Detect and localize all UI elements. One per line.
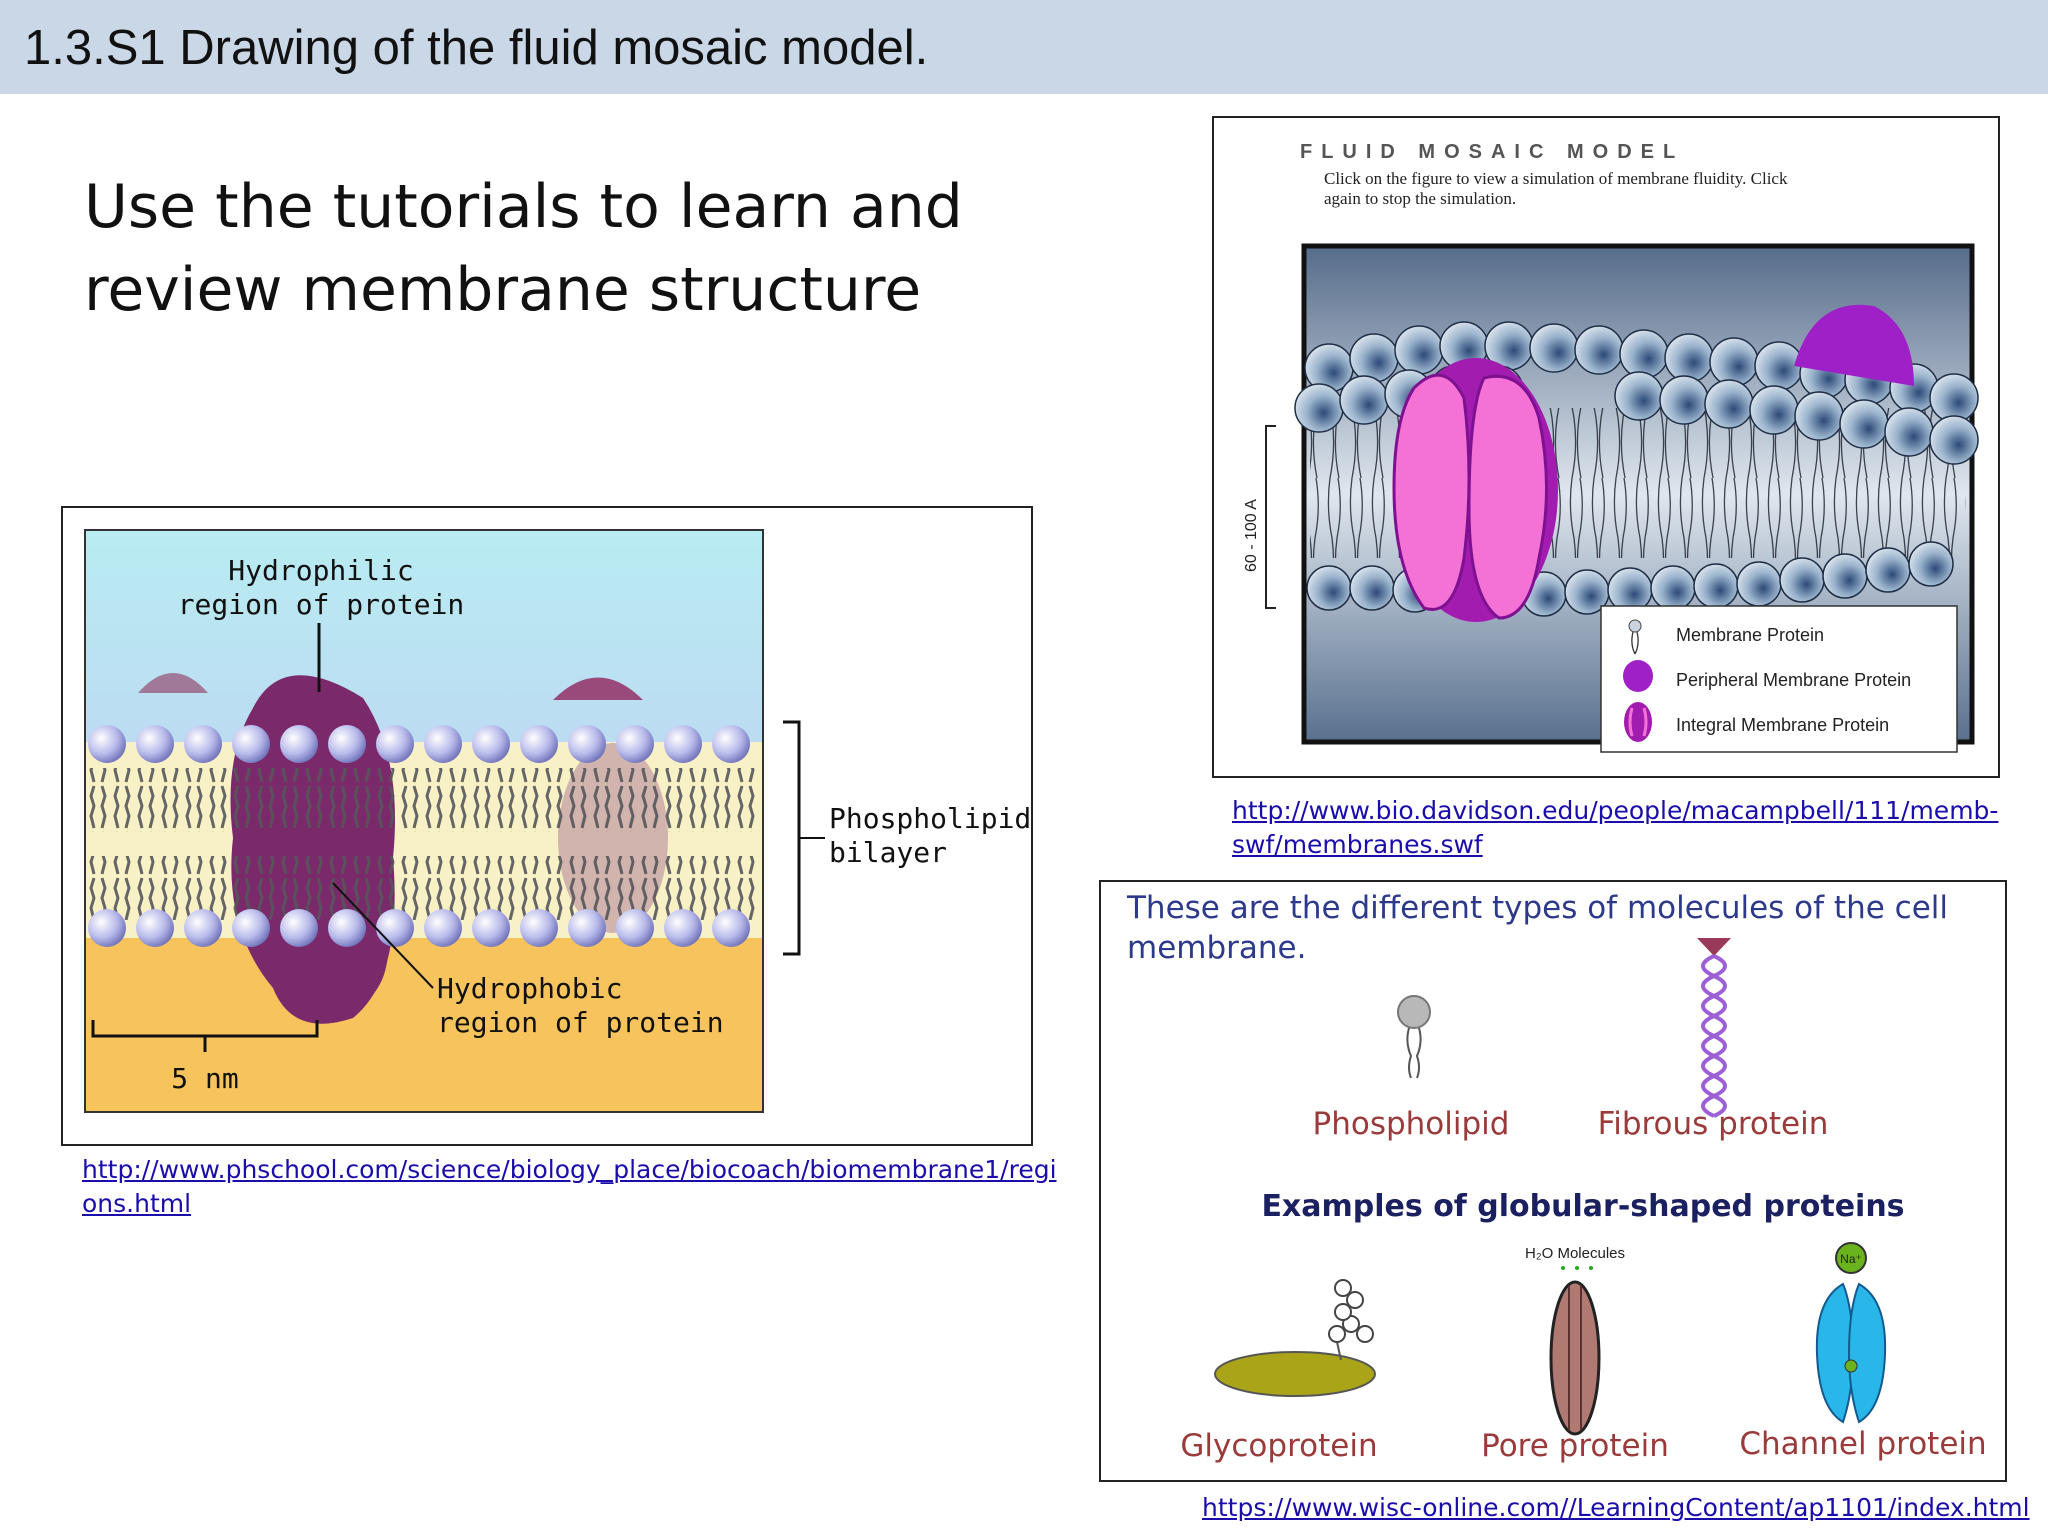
phospholipid-label: Phospholipid (1313, 1106, 1510, 1142)
bilayer-bracket (783, 720, 801, 956)
globular-heading: Examples of globular-shaped proteins (1261, 1189, 1904, 1224)
water-label: H₂O Molecules (1525, 1245, 1625, 1262)
legend-peripheral-icon (1623, 660, 1653, 692)
phospholipid-icon (1397, 995, 1431, 1079)
fluid-mosaic-figure[interactable]: FLUID MOSAIC MODEL Click on the figure t… (1214, 118, 1998, 776)
fluid-integral-protein (1392, 358, 1558, 622)
wisc-link-text[interactable]: https://www.wisc-online.com//LearningCon… (1202, 1493, 2030, 1522)
legend-integral-icon (1624, 702, 1652, 742)
pore-label: Pore protein (1481, 1428, 1669, 1464)
molecule-types-frame: These are the different types of molecul… (1099, 880, 2007, 1482)
regions-link[interactable]: http://www.phschool.com/science/biology_… (82, 1153, 1057, 1221)
fluid-legend (1600, 605, 1958, 753)
phospholipid-heads-bottom (88, 909, 750, 947)
peripheral-protein-left (138, 673, 208, 693)
legend-membrane-protein-icon (1628, 619, 1642, 633)
fluid-heads-top (1294, 321, 1979, 465)
scale-label: 5 nm (171, 1062, 238, 1095)
regions-figure-frame: Hydrophilic region of protein Hydrophobi… (61, 506, 1033, 1146)
ion-label: Na⁺ (1840, 1252, 1862, 1266)
fluid-instruction-2: again to stop the simulation. (1324, 189, 1516, 208)
fibrous-protein-icon (1697, 938, 1731, 1118)
types-intro-2: membrane. (1127, 930, 1306, 966)
scale-bar (91, 1020, 319, 1052)
channel-label: Channel protein (1739, 1426, 1986, 1462)
regions-link-line-2[interactable]: ons.html (82, 1189, 192, 1218)
fibrous-label: Fibrous protein (1598, 1106, 1829, 1142)
molecule-types-figure: These are the different types of molecul… (1126, 890, 1987, 1464)
phospholipid-heads-top (88, 725, 750, 763)
slide-title: 1.3.S1 Drawing of the fluid mosaic model… (24, 21, 929, 75)
fluid-link[interactable]: http://www.bio.davidson.edu/people/macam… (1232, 794, 1998, 862)
hydrophobic-pointer (332, 882, 434, 989)
fluid-heading: FLUID MOSAIC MODEL (1300, 141, 1684, 163)
intro-line-2: review membrane structure (84, 255, 922, 325)
glycoprotein-label: Glycoprotein (1180, 1428, 1377, 1464)
bilayer-label-2: bilayer (829, 836, 947, 869)
fluid-link-line-1[interactable]: http://www.bio.davidson.edu/people/macam… (1232, 796, 1999, 825)
legend-label-3: Integral Membrane Protein (1676, 715, 1889, 735)
fluid-link-line-2[interactable]: swf/membranes.swf (1232, 830, 1483, 859)
pore-protein-icon: H₂O Molecules (1525, 1245, 1625, 1436)
hydrophobic-label-2: region of protein (437, 1006, 724, 1039)
fluid-scale-label: 60 - 100 A (1243, 499, 1260, 572)
glycoprotein-icon (1214, 1279, 1376, 1397)
legend-label-1: Membrane Protein (1676, 625, 1824, 645)
fluid-scale-bracket (1265, 425, 1276, 609)
hydrophobic-label-1: Hydrophobic (437, 972, 622, 1005)
hydrophilic-label-1: Hydrophilic (228, 554, 413, 587)
fluid-mosaic-frame[interactable]: FLUID MOSAIC MODEL Click on the figure t… (1212, 116, 2000, 778)
intro-text: Use the tutorials to learn and review me… (84, 166, 984, 332)
bilayer-label-1: Phospholipid (829, 802, 1031, 835)
regions-figure: Hydrophilic region of protein Hydrophobi… (84, 529, 1031, 1113)
cytoplasm-area (86, 938, 762, 1111)
fluid-peripheral-protein (1794, 304, 1914, 386)
types-intro-1: These are the different types of molecul… (1126, 890, 1948, 926)
channel-protein-icon: Na⁺ (1815, 1242, 1887, 1424)
intro-line-1: Use the tutorials to learn and (84, 172, 963, 242)
title-bar: 1.3.S1 Drawing of the fluid mosaic model… (0, 0, 2048, 94)
fluid-instruction-1: Click on the figure to view a simulation… (1324, 169, 1788, 188)
legend-label-2: Peripheral Membrane Protein (1676, 670, 1911, 690)
hydrophilic-label-2: region of protein (178, 588, 465, 621)
regions-link-line-1[interactable]: http://www.phschool.com/science/biology_… (82, 1155, 1057, 1184)
wisc-link[interactable]: https://www.wisc-online.com//LearningCon… (1202, 1491, 2030, 1525)
peripheral-protein-right (553, 677, 643, 700)
